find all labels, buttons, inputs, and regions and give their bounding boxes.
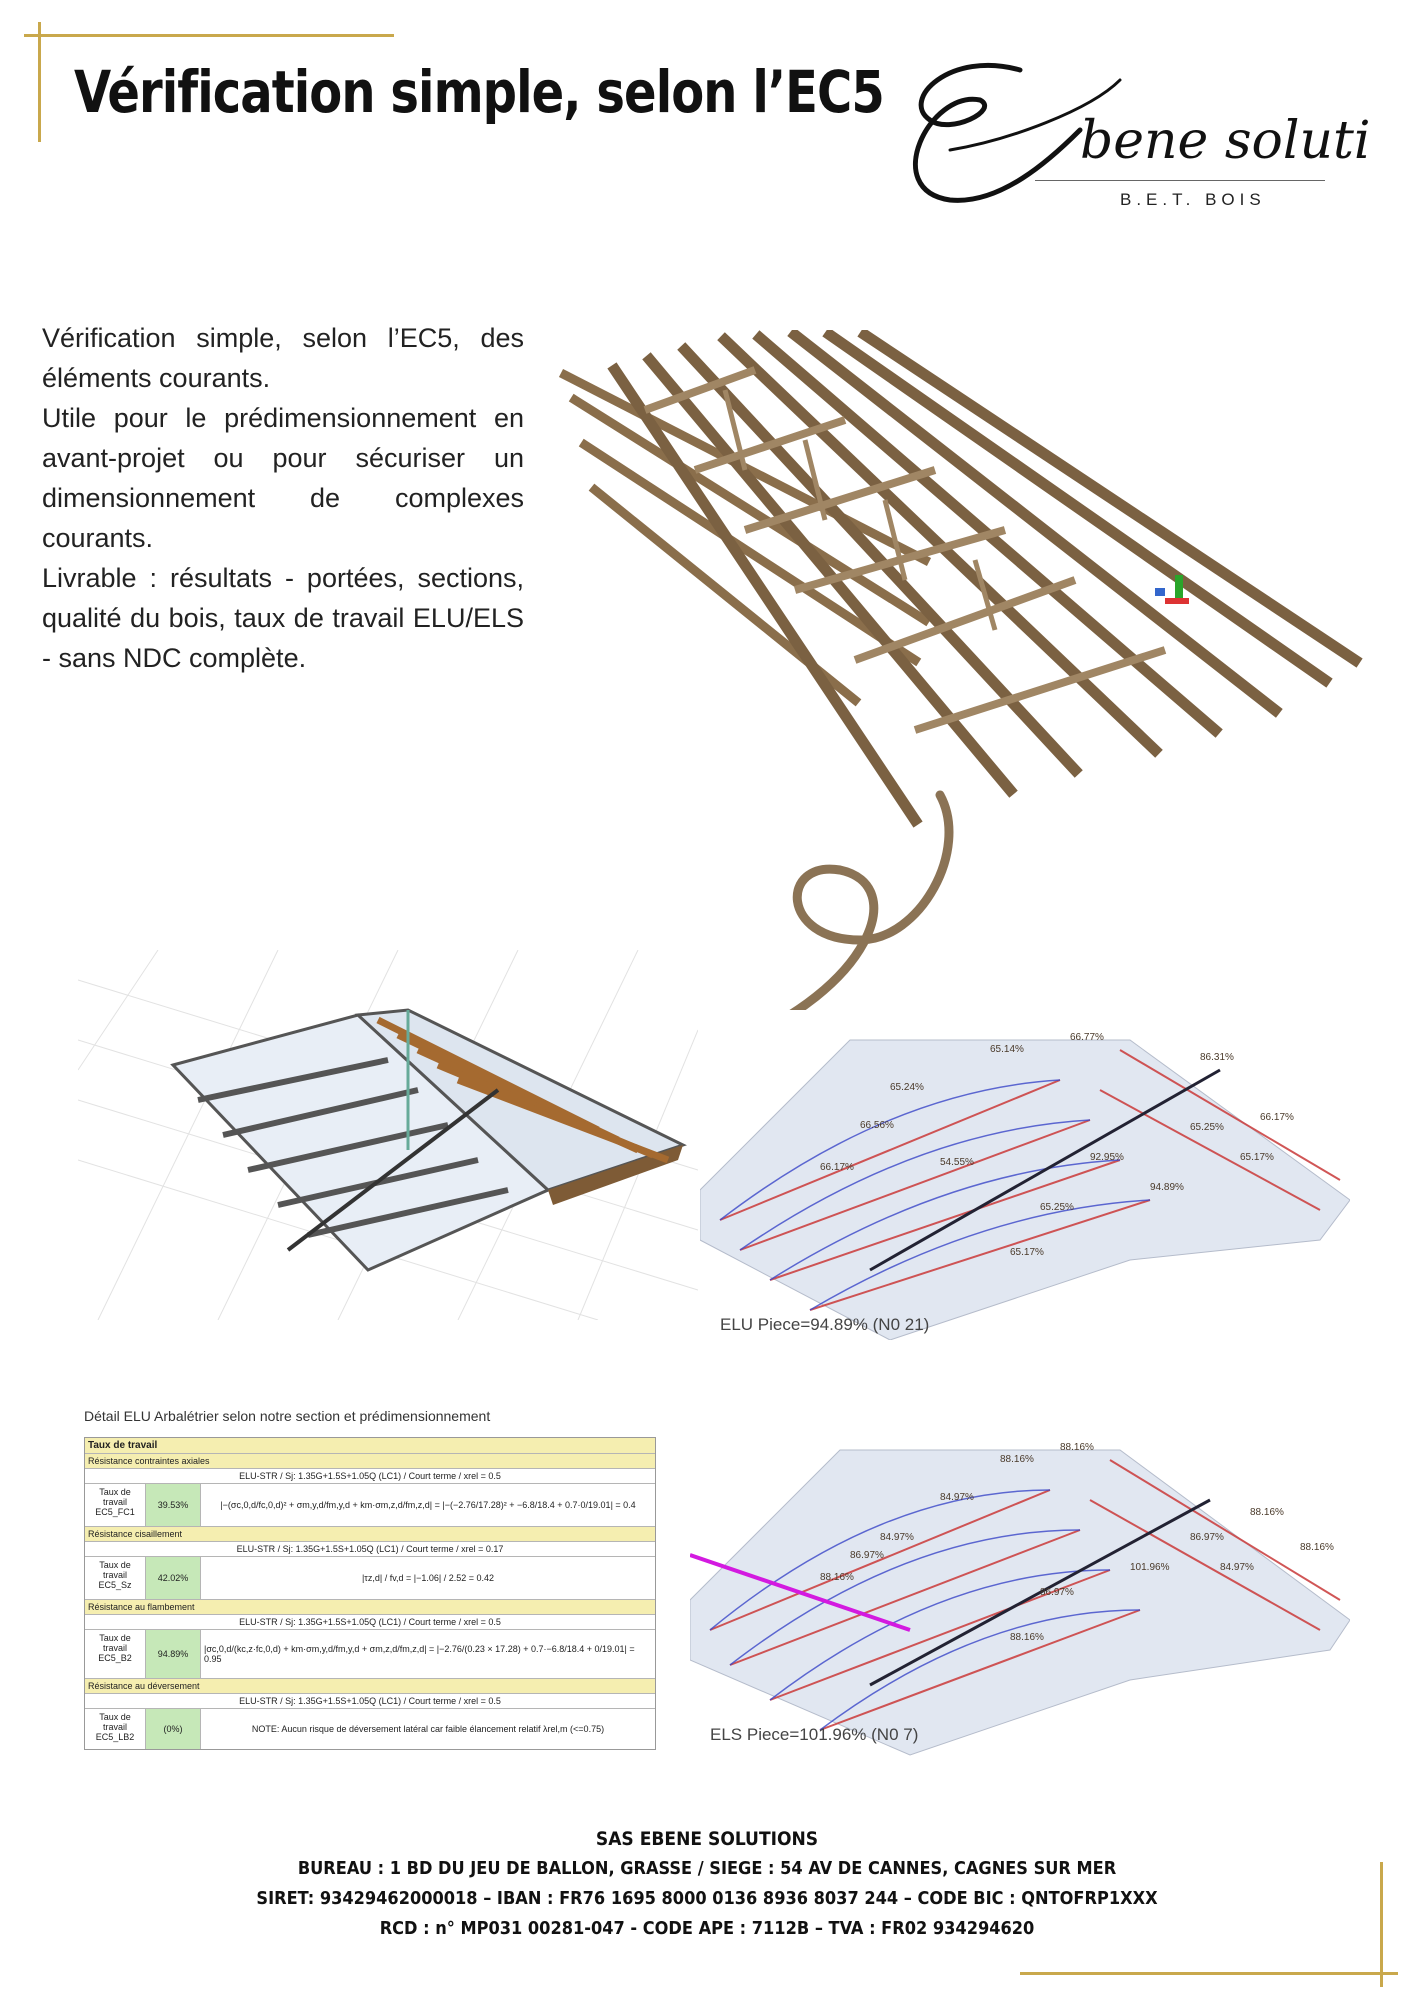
intro-paragraph-2: Utile pour le prédimensionnement en avan… (42, 403, 524, 553)
els-label: 86.97% (1190, 1532, 1224, 1543)
section-buckling: Résistance au flambement (85, 1600, 655, 1615)
footer-rcd: RCD : n° MP031 00281-047 - CODE APE : 71… (379, 1918, 1035, 1939)
els-label: 84.97% (1220, 1562, 1254, 1573)
table-row: Taux de travail EC5_LB2 (0%) NOTE: Aucun… (85, 1709, 655, 1749)
els-label: 88.16% (1000, 1454, 1034, 1465)
gold-corner-top-horizontal (24, 34, 394, 37)
elu-caption: ELU Piece=94.89% (N0 21) (720, 1315, 930, 1334)
row-label: Taux de travail EC5_FC1 (85, 1484, 146, 1526)
elu-label: 65.25% (1190, 1122, 1224, 1133)
ebene-solutions-logo: bene solutions (913, 62, 1370, 203)
els-label: 88.16% (1300, 1542, 1334, 1553)
elu-diagram-figure: 66.77% 65.14% 65.24% 66.56% 66.17% 54.55% 94.8… (700, 1010, 1350, 1340)
els-label: 88.16% (1250, 1507, 1284, 1518)
gold-corner-top-vertical (38, 22, 41, 142)
els-label: 88.16% (1010, 1632, 1044, 1643)
els-label: 84.97% (940, 1492, 974, 1503)
intro-text: Vérification simple, selon l’EC5, des él… (42, 318, 524, 678)
elu-label: 94.89% (1150, 1182, 1184, 1193)
els-label: 101.96% (1130, 1562, 1170, 1573)
section-lateral-torsional: Résistance au déversement (85, 1679, 655, 1694)
elu-label: 65.25% (1040, 1202, 1074, 1213)
elu-label: 65.17% (1010, 1247, 1044, 1258)
gold-corner-bottom-horizontal (1020, 1972, 1398, 1975)
section-shear: Résistance cisaillement (85, 1527, 655, 1542)
row-value: 94.89% (146, 1630, 201, 1678)
roof-model-render (78, 950, 698, 1320)
logo-divider (1035, 180, 1325, 181)
gold-corner-bottom-vertical (1380, 1862, 1383, 1987)
elu-label: 65.17% (1240, 1152, 1274, 1163)
elu-label: 86.31% (1200, 1052, 1234, 1063)
row-value: 42.02% (146, 1557, 201, 1599)
els-label: 86.97% (1040, 1587, 1074, 1598)
roof-model-figure (78, 950, 698, 1320)
row-formula: |τz,d| / fv,d = |−1.06| / 2.52 = 0.42 (361, 1573, 495, 1583)
els-diagram: 88.16% 88.16% 84.97% 84.97% 86.97% 88.16% 101.… (690, 1442, 1350, 1756)
table-title: Détail ELU Arbalétrier selon notre secti… (84, 1408, 491, 1424)
row-value: 39.53% (146, 1484, 201, 1526)
combo-lateral-torsional: ELU-STR / Sj: 1.35G+1.5S+1.05Q (LC1) / C… (85, 1694, 655, 1709)
els-label: 86.97% (850, 1550, 884, 1561)
els-caption: ELS Piece=101.96% (N0 7) (710, 1725, 919, 1744)
row-label: Taux de travail EC5_LB2 (85, 1709, 146, 1749)
elu-label: 65.24% (890, 1082, 924, 1093)
elu-label: 66.17% (820, 1162, 854, 1173)
elu-label: 65.14% (990, 1044, 1024, 1055)
row-formula: |σc,0,d/(kc,z·fc,0,d) + km·σm,y,d/fm,y,d… (204, 1644, 635, 1664)
elu-label: 54.55% (940, 1157, 974, 1168)
elu-label: 92.95% (1090, 1152, 1124, 1163)
els-label: 88.16% (820, 1572, 854, 1583)
combo-buckling: ELU-STR / Sj: 1.35G+1.5S+1.05Q (LC1) / C… (85, 1615, 655, 1630)
timber-frame-3d-render (558, 330, 1363, 828)
elu-diagram: 66.77% 65.14% 65.24% 66.56% 66.17% 54.55% 94.8… (700, 1032, 1350, 1340)
combo-axial: ELU-STR / Sj: 1.35G+1.5S+1.05Q (LC1) / C… (85, 1469, 655, 1484)
els-label: 84.97% (880, 1532, 914, 1543)
footer-address: BUREAU : 1 BD DU JEU DE BALLON, GRASSE /… (297, 1858, 1117, 1879)
row-formula: NOTE: Aucun risque de déversement latéra… (251, 1724, 605, 1734)
elu-label: 66.56% (860, 1120, 894, 1131)
els-diagram-figure: 88.16% 88.16% 84.97% 84.97% 86.97% 88.16% 101.… (690, 1420, 1350, 1760)
footer-registration: SIRET: 93429462000018 – IBAN : FR76 1695… (256, 1888, 1158, 1909)
row-label: Taux de travail EC5_Sz (85, 1557, 146, 1599)
elu-label: 66.77% (1070, 1032, 1104, 1043)
row-label: Taux de travail EC5_B2 (85, 1630, 146, 1678)
els-label: 88.16% (1060, 1442, 1094, 1453)
row-formula: |−(σc,0,d/fc,0,d)² + σm,y,d/fm,y,d + km·… (220, 1500, 636, 1510)
logo-subtitle: B.E.T. BOIS (1120, 190, 1266, 209)
section-axial: Résistance contraintes axiales (85, 1454, 655, 1469)
elu-label: 66.17% (1260, 1112, 1294, 1123)
intro-paragraph-1: Vérification simple, selon l’EC5, des él… (42, 323, 524, 393)
row-value: (0%) (146, 1709, 201, 1749)
table-header: Taux de travail (85, 1438, 655, 1454)
table-row: Taux de travail EC5_Sz 42.02% |τz,d| / f… (85, 1557, 655, 1600)
svg-text:bene solutions: bene solutions (1080, 111, 1370, 171)
page-title: Vérification simple, selon l’EC5 (74, 58, 885, 126)
footer-company: SAS EBENE SOLUTIONS (595, 1828, 819, 1850)
intro-paragraph-3: Livrable : résultats - portées, sections… (42, 563, 524, 673)
combo-shear: ELU-STR / Sj: 1.35G+1.5S+1.05Q (LC1) / C… (85, 1542, 655, 1557)
table-row: Taux de travail EC5_FC1 39.53% |−(σc,0,d… (85, 1484, 655, 1527)
elu-detail-table: Taux de travail Résistance contraintes a… (84, 1437, 656, 1750)
table-row: Taux de travail EC5_B2 94.89% |σc,0,d/(k… (85, 1630, 655, 1679)
